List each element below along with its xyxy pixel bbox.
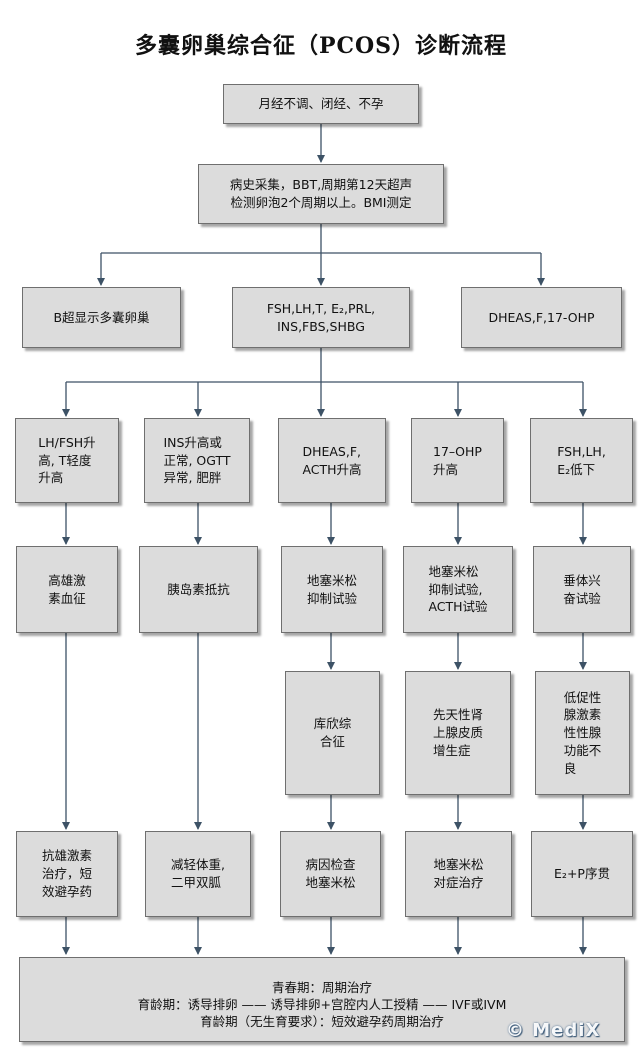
ins-elevated-box: INS升高或 正常, OGTT 异常, 肥胖 xyxy=(144,418,250,503)
cushing-syndrome-box: 库欣综 合征 xyxy=(285,671,380,795)
hyperandrogenism-box: 高雄激 素血征 xyxy=(16,546,118,633)
treatment-summary-box: 青春期：周期治疗 育龄期：诱导排卵 —— 诱导排卵+宫腔内人工授精 —— IVF… xyxy=(19,957,625,1042)
weight-loss-box: 减轻体重, 二甲双胍 xyxy=(145,831,251,917)
dheas-elevated-box: DHEAS,F, ACTH升高 xyxy=(278,418,386,503)
ohp-elevated-box: 17–OHP 升高 xyxy=(411,418,504,503)
page-title: 多囊卵巢综合征（PCOS）诊断流程 xyxy=(134,33,508,59)
dexamethasone-test-box: 地塞米松 抑制试验 xyxy=(281,546,383,633)
cah-box: 先天性肾 上腺皮质 增生症 xyxy=(405,671,511,795)
treatment-line-adolescence: 青春期：周期治疗 xyxy=(271,980,372,995)
watermark-logo: © MediX xyxy=(506,1020,601,1041)
dexamethasone-acth-test-box: 地塞米松 抑制试验, ACTH试验 xyxy=(403,546,513,633)
dex-symptomatic-box: 地塞米松 对症治疗 xyxy=(405,831,512,917)
insulin-resistance-box: 胰岛素抵抗 xyxy=(139,546,258,633)
symptoms-box: 月经不调、闭经、不孕 xyxy=(223,84,419,124)
adrenal-panel-box: DHEAS,F,17-OHP xyxy=(461,287,622,348)
fsh-lh-low-box: FSH,LH, E₂低下 xyxy=(530,418,633,503)
hormone-panel-box: FSH,LH,T, E₂,PRL, INS,FBS,SHBG xyxy=(232,287,410,348)
history-box: 病史采集，BBT,周期第12天超声 检测卵泡2个周期以上。BMI测定 xyxy=(198,164,444,224)
hypogonadism-box: 低促性 腺激素 性性腺 功能不 良 xyxy=(535,671,630,795)
e2p-sequential-box: E₂+P序贯 xyxy=(531,831,633,917)
lh-fsh-elevated-box: LH/FSH升 高, T轻度 升高 xyxy=(15,418,119,503)
pituitary-test-box: 垂体兴 奋试验 xyxy=(533,546,631,633)
anti-androgen-box: 抗雄激素 治疗，短 效避孕药 xyxy=(16,831,118,917)
etiology-check-box: 病因检查 地塞米松 xyxy=(280,831,381,917)
treatment-line-reproductive: 育龄期：诱导排卵 —— 诱导排卵+宫腔内人工授精 —— IVF或IVM xyxy=(137,996,507,1012)
ultrasound-box: B超显示多囊卵巢 xyxy=(22,287,181,348)
treatment-line-no-fertility: 育龄期（无生育要求）：短效避孕药周期治疗 xyxy=(200,1013,444,1029)
